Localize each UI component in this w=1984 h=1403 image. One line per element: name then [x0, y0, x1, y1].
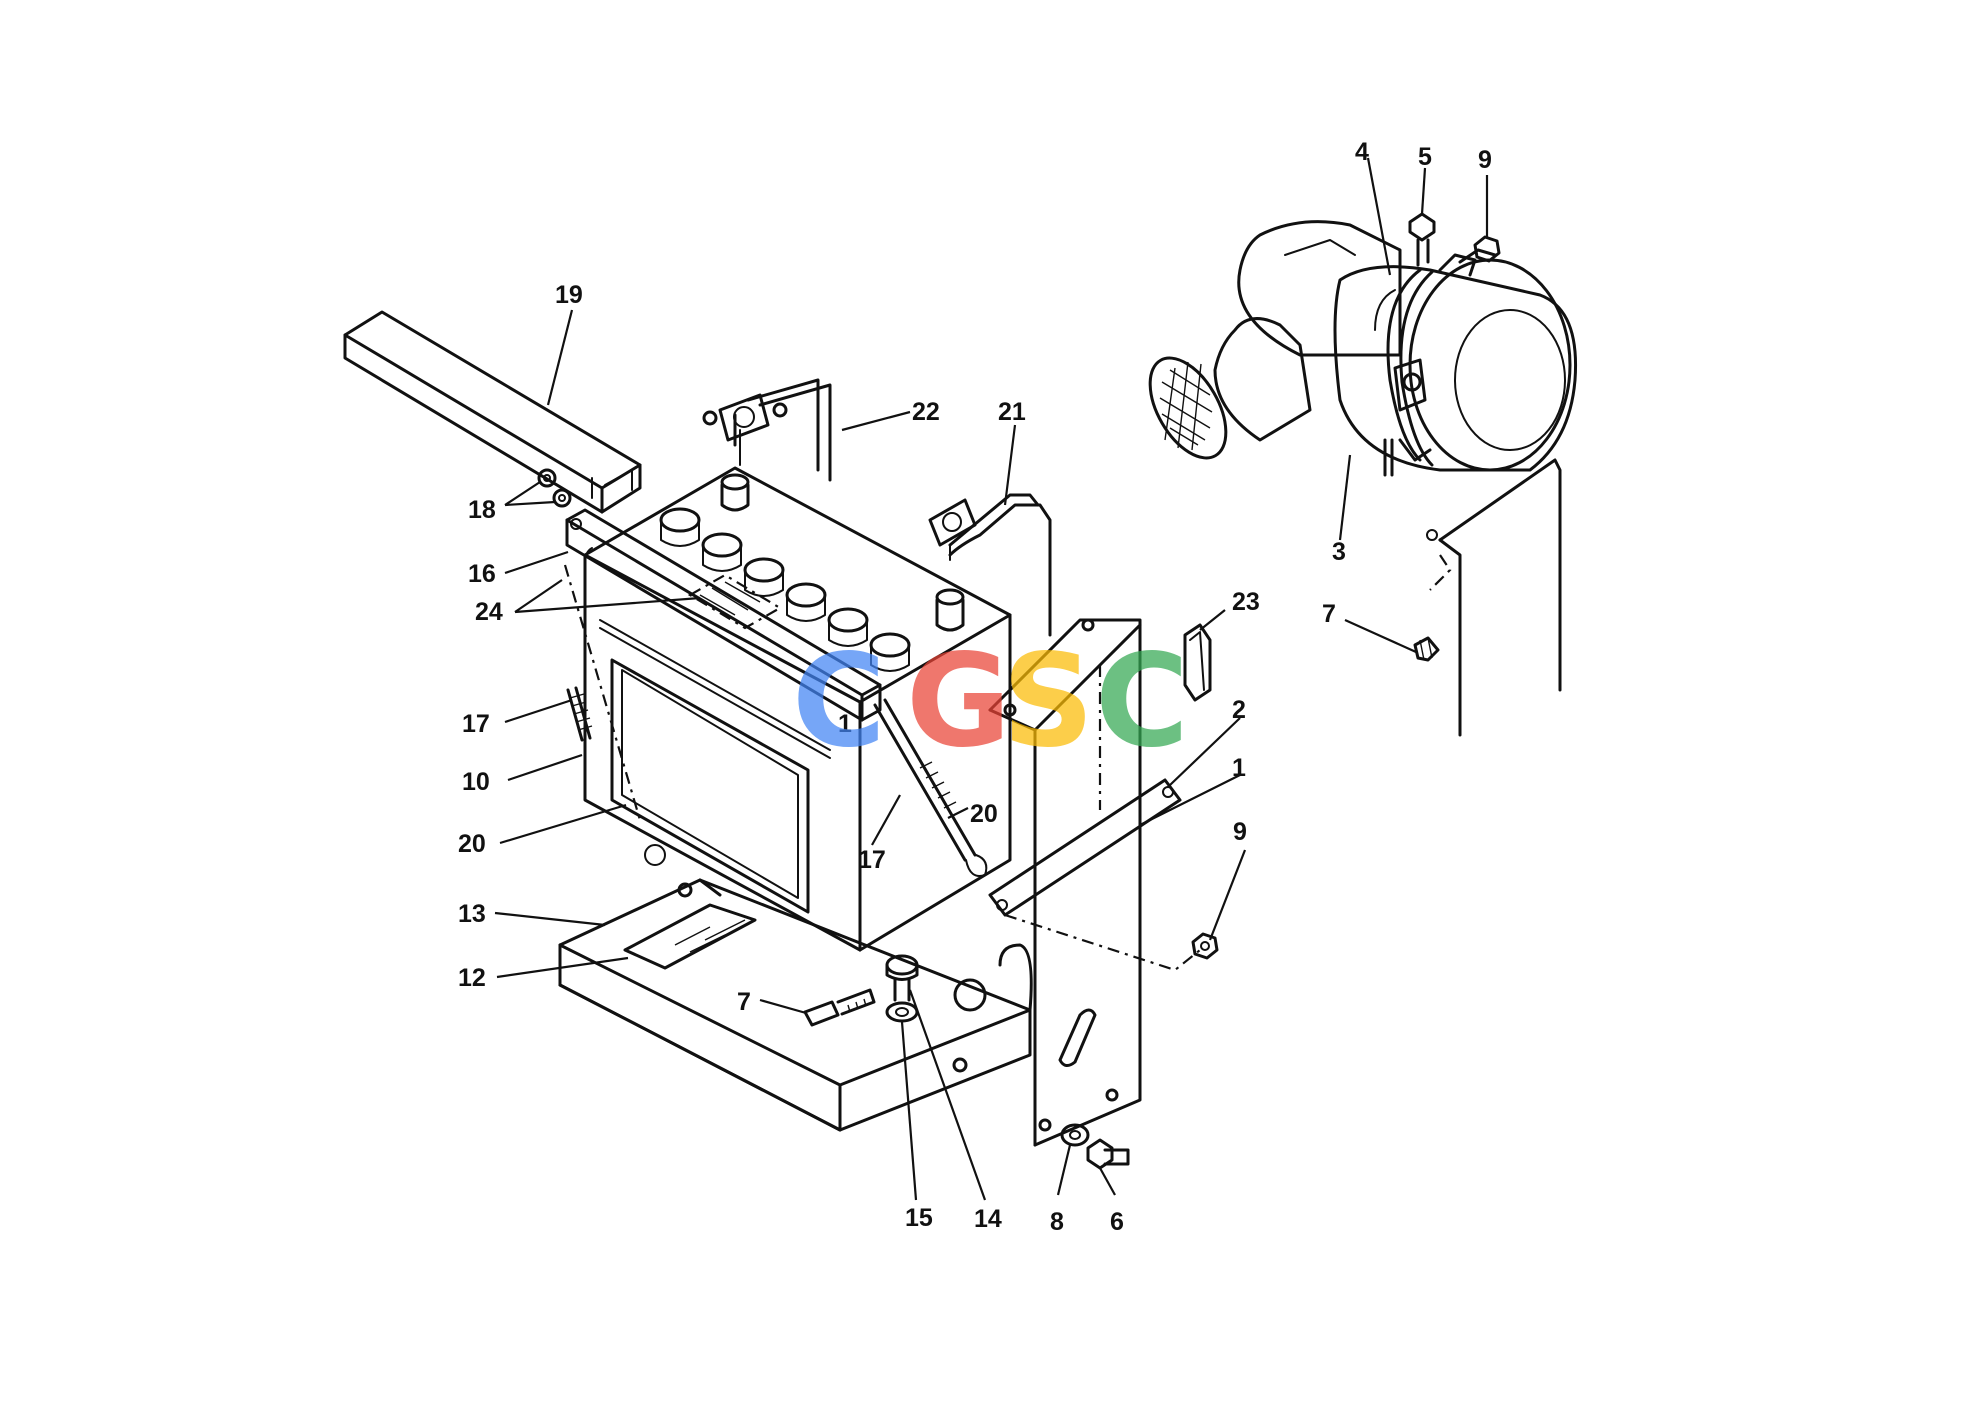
air-cleaner — [1148, 212, 1578, 737]
callout-9-lower: 9 — [1233, 818, 1247, 846]
watermark-letter-c1: C — [792, 627, 886, 776]
callout-22: 22 — [912, 398, 940, 426]
callout-1: 1 — [1232, 754, 1246, 782]
battery-cable-22 — [702, 378, 832, 482]
callout-23: 23 — [1232, 588, 1260, 616]
battery-filler-caps — [659, 507, 911, 672]
callout-7-upper: 7 — [1322, 600, 1336, 628]
callout-12: 12 — [458, 964, 486, 992]
bolt-14 — [885, 954, 919, 1002]
strap-2 — [988, 778, 1201, 972]
callout-5: 5 — [1418, 143, 1432, 171]
hold-down-channel-19 — [343, 310, 642, 514]
clip-23 — [1183, 623, 1212, 702]
watermark-letter-c2: C — [1095, 627, 1189, 776]
bracket-1 — [988, 618, 1142, 1147]
battery-cable-21 — [928, 493, 1052, 637]
hold-down-bar-16 — [565, 508, 882, 722]
washer-15 — [885, 1001, 919, 1023]
watermark-letter-s: S — [1002, 627, 1094, 776]
callout-16: 16 — [468, 560, 496, 588]
watermark-letter-g: G — [906, 627, 1011, 776]
callout-20-right: 20 — [970, 800, 998, 828]
callout-18: 18 — [468, 496, 496, 524]
battery-label-24 — [687, 573, 783, 630]
callout-4: 4 — [1355, 138, 1369, 166]
battery-tray-13 — [558, 878, 1033, 1132]
callout-17-left: 17 — [462, 710, 490, 738]
callout-21: 21 — [998, 398, 1026, 426]
bolt-7-lower — [803, 988, 876, 1027]
callout-6: 6 — [1110, 1208, 1124, 1236]
callout-20-left: 20 — [458, 830, 486, 858]
callout-19: 19 — [555, 281, 583, 309]
hold-down-rods-17 — [563, 564, 988, 877]
battery-terminal-posts — [720, 473, 965, 632]
battery-10: 1 — [583, 466, 1012, 952]
callout-9-upper: 9 — [1478, 146, 1492, 174]
callout-17-right: 17 — [858, 846, 886, 874]
washer-8 — [1060, 1123, 1090, 1147]
callout-7-lower: 7 — [737, 988, 751, 1016]
nut-18 — [537, 468, 572, 508]
bolt-6 — [1086, 1138, 1130, 1170]
callout-3: 3 — [1332, 538, 1346, 566]
callout-8: 8 — [1050, 1208, 1064, 1236]
callout-2: 2 — [1232, 696, 1246, 724]
callout-13: 13 — [458, 900, 486, 928]
leader-lines — [494, 157, 1489, 1201]
callout-15: 15 — [905, 1204, 933, 1232]
callout-24: 24 — [475, 598, 503, 626]
watermark-logo: C G S C — [792, 627, 1189, 776]
callout-numbers: 19 22 21 18 16 24 17 10 20 13 12 7 15 14… — [458, 138, 1492, 1236]
nut-9-lower — [1191, 932, 1219, 960]
battery-plus-mark: 1 — [838, 710, 852, 738]
callout-14: 14 — [974, 1205, 1002, 1233]
callout-10: 10 — [462, 768, 490, 796]
